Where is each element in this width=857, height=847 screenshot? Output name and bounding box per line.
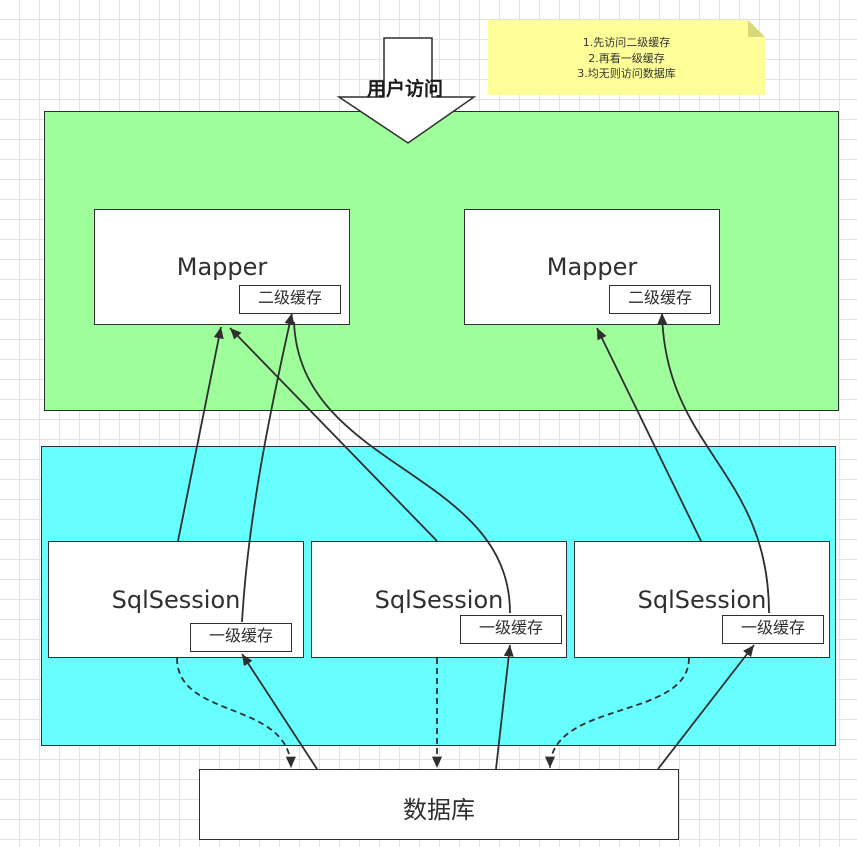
mapper-box-1[interactable]: Mapper 二级缓存 bbox=[94, 209, 350, 325]
user-access-arrow-icon bbox=[336, 37, 477, 144]
arrow-cache1-to-mapper1-cache bbox=[241, 312, 295, 623]
arrow-session2-to-mapper1 bbox=[229, 327, 438, 542]
arrow-cache3-to-mapper2-cache bbox=[657, 312, 770, 614]
sqlsession-box-2[interactable]: SqlSession 一级缓存 bbox=[311, 541, 567, 658]
arrow-db-to-cache3 bbox=[657, 644, 755, 770]
arrow-session3-to-mapper2 bbox=[596, 327, 702, 542]
arrow-session1-to-mapper1 bbox=[177, 326, 224, 542]
second-level-cache: 二级缓存 bbox=[609, 285, 711, 314]
second-level-cache: 二级缓存 bbox=[239, 285, 341, 314]
sqlsession-box-3[interactable]: SqlSession 一级缓存 bbox=[574, 541, 830, 658]
mapper-box-2[interactable]: Mapper 二级缓存 bbox=[464, 209, 720, 325]
user-access-label: 用户访问 bbox=[366, 78, 443, 100]
dashed-arrow-session1-to-db bbox=[176, 657, 296, 769]
arrow-cache2-to-mapper1-cache bbox=[293, 321, 511, 614]
note-line-2: 2.再看一级缓存 bbox=[588, 51, 665, 65]
sqlsession-label: SqlSession bbox=[637, 586, 767, 614]
note-line-1: 1.先访问二级缓存 bbox=[582, 36, 671, 49]
sqlsession-label: SqlSession bbox=[374, 586, 504, 614]
mapper-label: Mapper bbox=[546, 253, 638, 281]
arrow-db-to-cache2 bbox=[495, 644, 514, 770]
first-level-cache: 一级缓存 bbox=[722, 615, 824, 644]
first-level-cache: 一级缓存 bbox=[460, 615, 562, 644]
mapper-label: Mapper bbox=[176, 253, 268, 281]
sqlsession-label: SqlSession bbox=[111, 586, 241, 614]
arrow-db-to-cache1 bbox=[241, 653, 318, 770]
note-line-3: 3.均无则访问数据库 bbox=[577, 67, 676, 80]
database-box[interactable]: 数据库 bbox=[199, 769, 679, 840]
database-label: 数据库 bbox=[403, 796, 475, 824]
sticky-note: 1.先访问二级缓存 2.再看一级缓存 3.均无则访问数据库 bbox=[488, 20, 765, 95]
first-level-cache: 一级缓存 bbox=[190, 623, 292, 652]
dashed-arrow-session3-to-db bbox=[544, 657, 690, 769]
sqlsession-box-1[interactable]: SqlSession 一级缓存 bbox=[48, 541, 304, 658]
